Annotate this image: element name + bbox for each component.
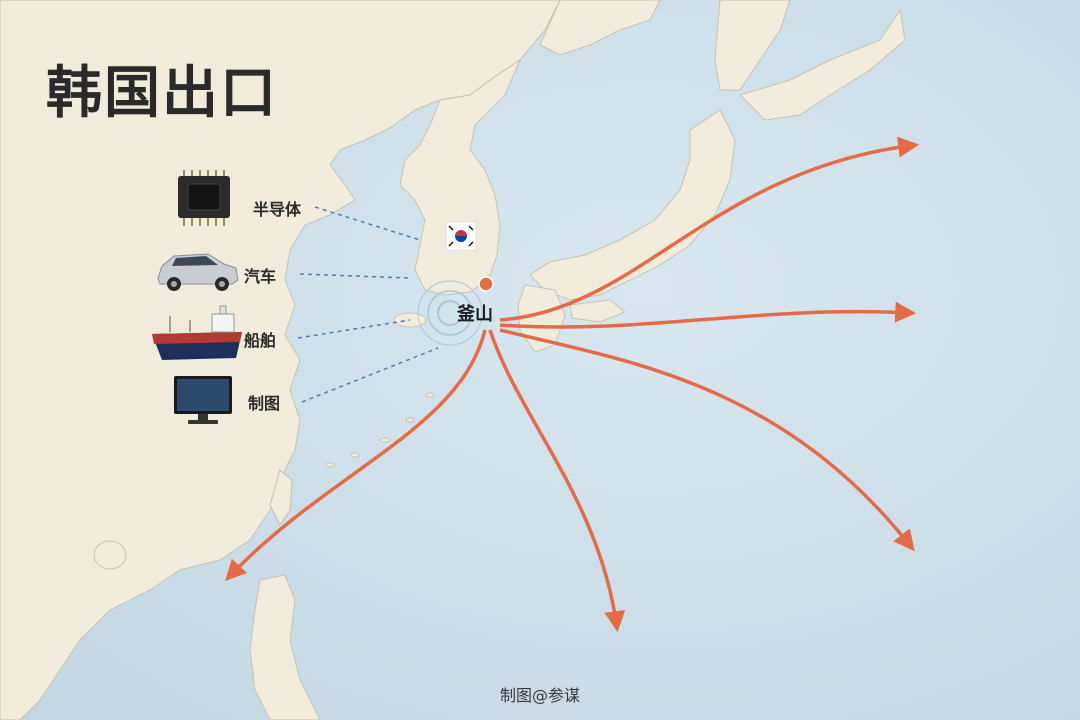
credit-text: 制图@参谋 [499,686,580,705]
link-ship [297,319,411,339]
route-southwest [225,329,487,582]
link-monitor [301,347,439,403]
taiwan [269,469,293,526]
route-south [488,329,626,633]
ship-icon [152,305,242,360]
sakhalin [714,0,791,91]
chip-icon [178,170,230,226]
product-links [297,206,439,403]
russia-coast [539,0,661,56]
product-label-ship: 船舶 [244,331,277,350]
hokkaido [739,8,906,121]
korea-flag-icon [445,221,477,251]
ryukyu-islands [325,392,435,468]
link-semiconductor [314,206,421,241]
product-label-monitor: 制图 [248,394,281,413]
monitor-icon [174,376,232,424]
kyushu [517,284,566,353]
export-routes [225,136,920,633]
hainan [93,540,127,570]
route-northeast [499,136,920,322]
link-car [299,273,411,279]
product-label-car: 汽车 [244,267,277,286]
shikoku [569,299,626,323]
luzon [249,574,321,720]
busan-ripple [417,280,483,346]
route-southeast [499,328,915,552]
route-east [499,301,917,329]
busan-marker[interactable] [478,276,494,292]
product-label-semiconductor: 半导体 [253,200,302,219]
port-label-busan: 釜山 [457,304,493,325]
car-icon [157,253,239,291]
honshu [529,109,736,301]
map-title: 韩国出口 [46,61,278,126]
